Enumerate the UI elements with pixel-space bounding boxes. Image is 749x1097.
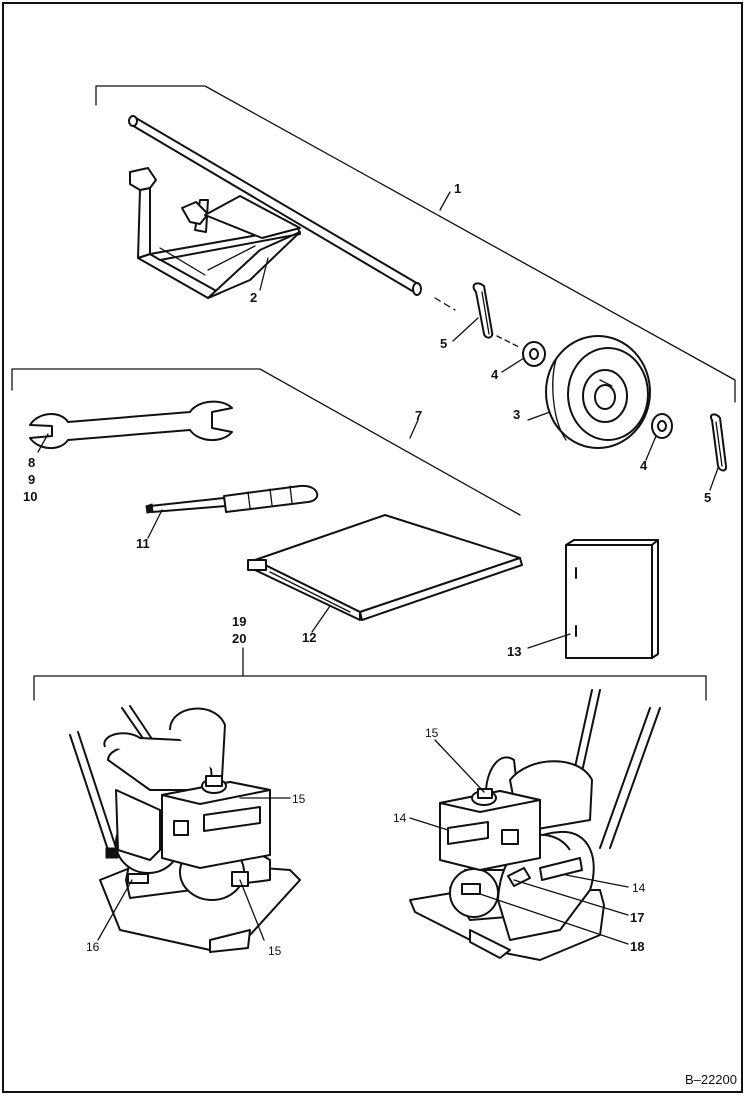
callout-13: 13 <box>507 644 521 659</box>
bracket-group-7 <box>11 368 521 516</box>
callout-9: 9 <box>28 472 35 487</box>
bracket-group-1 <box>95 85 736 403</box>
callout-labels: 1 2 3 4 4 5 5 7 8 9 10 11 12 13 19 20 15… <box>23 181 711 958</box>
callout-15-right: 15 <box>425 726 439 740</box>
wheel <box>545 335 651 449</box>
callout-3: 3 <box>513 407 520 422</box>
screwdriver <box>145 484 319 514</box>
axle-rod <box>128 115 456 311</box>
callout-17: 17 <box>630 910 644 925</box>
callout-4-left: 4 <box>491 367 499 382</box>
manual-book <box>247 514 523 621</box>
figure-id-label: B–22200 <box>684 1072 737 1087</box>
bracket-group-19-20 <box>33 647 707 701</box>
callout-1: 1 <box>454 181 461 196</box>
compactor-left <box>69 705 301 953</box>
callout-5-left: 5 <box>440 336 447 351</box>
washer-right <box>651 413 673 439</box>
compactor-right <box>409 689 661 961</box>
callout-4-right: 4 <box>640 458 648 473</box>
cotter-pin-left <box>472 282 494 339</box>
callout-7: 7 <box>415 408 422 423</box>
callout-20: 20 <box>232 631 246 646</box>
callout-2: 2 <box>250 290 257 305</box>
callout-15-left-top: 15 <box>292 792 306 806</box>
binder <box>565 539 659 659</box>
cotter-pin-right <box>710 413 728 472</box>
leader-lines <box>37 191 719 945</box>
callout-18: 18 <box>630 939 644 954</box>
callout-12: 12 <box>302 630 316 645</box>
callout-15-left-bottom: 15 <box>268 944 282 958</box>
callout-14-right: 14 <box>632 881 646 895</box>
callout-8: 8 <box>28 455 35 470</box>
callout-5-right: 5 <box>704 490 711 505</box>
washer-left <box>496 335 546 367</box>
wheel-bracket <box>129 167 301 299</box>
callout-11: 11 <box>136 536 150 551</box>
wrench <box>29 400 233 449</box>
callout-14-left: 14 <box>393 811 407 825</box>
callout-10: 10 <box>23 489 37 504</box>
callout-16: 16 <box>86 940 100 954</box>
callout-19: 19 <box>232 614 246 629</box>
